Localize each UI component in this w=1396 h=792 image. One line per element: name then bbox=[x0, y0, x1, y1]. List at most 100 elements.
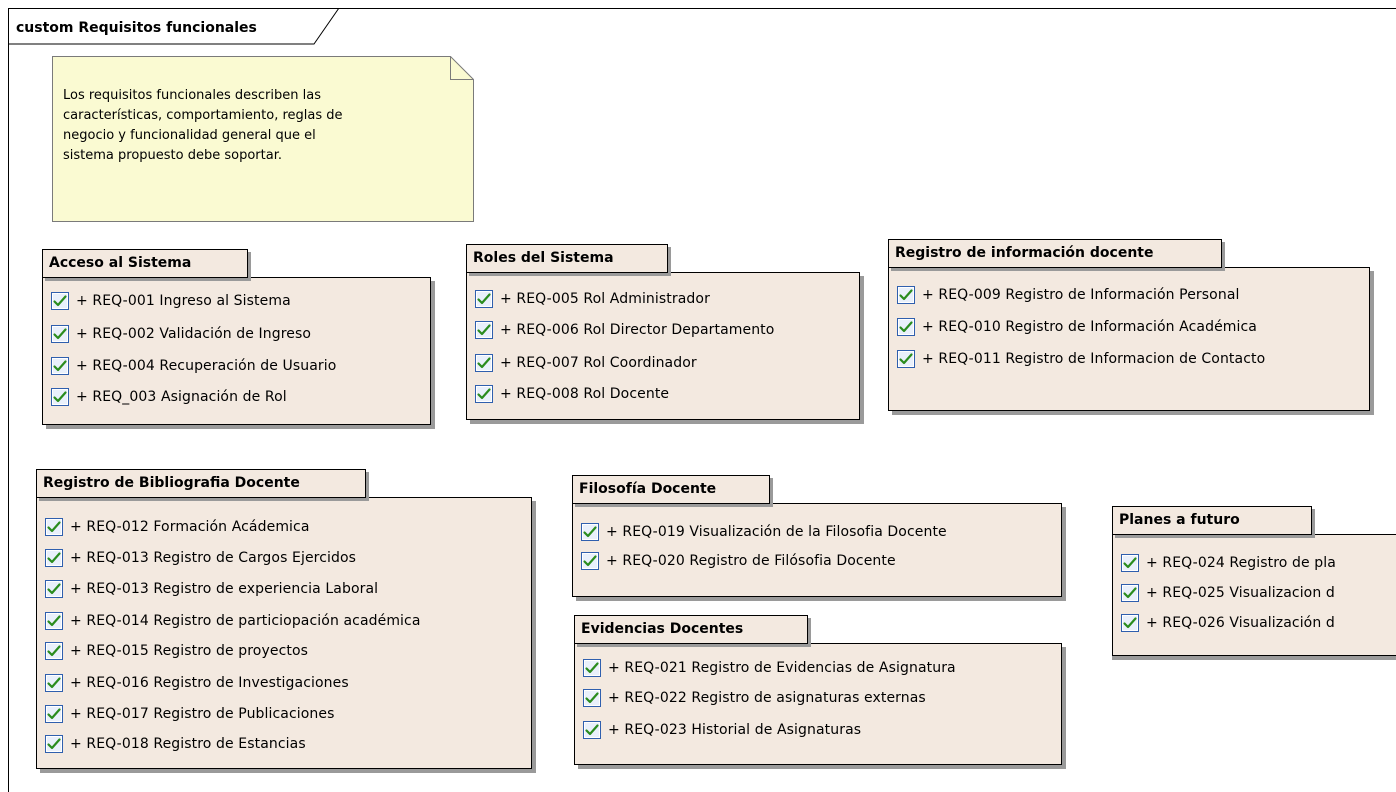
description-note[interactable]: Los requisitos funcionales describen las… bbox=[52, 56, 474, 222]
requirement-label: + REQ-013 Registro de experiencia Labora… bbox=[70, 581, 379, 597]
package-title: Acceso al Sistema bbox=[49, 255, 192, 271]
package-registro-bibliografia-docente[interactable]: + REQ-012 Formación Acádemica + REQ-013 … bbox=[36, 497, 532, 769]
requirement-item[interactable]: + REQ-020 Registro de Filósofia Docente bbox=[581, 550, 896, 572]
requirement-check-icon bbox=[51, 292, 69, 310]
requirement-label: + REQ-013 Registro de Cargos Ejercidos bbox=[70, 550, 357, 566]
requirement-check-icon bbox=[475, 385, 493, 403]
requirement-item[interactable]: + REQ-022 Registro de asignaturas extern… bbox=[583, 687, 926, 709]
package-title: Evidencias Docentes bbox=[581, 621, 744, 637]
requirement-label: + REQ-021 Registro de Evidencias de Asig… bbox=[608, 660, 956, 676]
requirement-item[interactable]: + REQ-021 Registro de Evidencias de Asig… bbox=[583, 657, 956, 679]
requirement-label: + REQ-004 Recuperación de Usuario bbox=[76, 358, 337, 374]
package-tab-registro-bibliografia-docente[interactable]: Registro de Bibliografia Docente bbox=[36, 469, 366, 498]
requirement-item[interactable]: + REQ-010 Registro de Información Académ… bbox=[897, 316, 1257, 338]
requirement-label: + REQ-024 Registro de pla bbox=[1146, 555, 1336, 571]
requirement-check-icon bbox=[897, 318, 915, 336]
requirement-label: + REQ-018 Registro de Estancias bbox=[70, 736, 306, 752]
requirement-check-icon bbox=[897, 350, 915, 368]
requirement-label: + REQ-007 Rol Coordinador bbox=[500, 355, 697, 371]
package-title: Roles del Sistema bbox=[473, 250, 614, 266]
package-tab-roles-del-sistema[interactable]: Roles del Sistema bbox=[466, 244, 668, 273]
requirement-label: + REQ_003 Asignación de Rol bbox=[76, 389, 287, 405]
requirement-label: + REQ-006 Rol Director Departamento bbox=[500, 322, 775, 338]
requirement-item[interactable]: + REQ-019 Visualización de la Filosofia … bbox=[581, 521, 947, 543]
package-planes-a-futuro[interactable]: + REQ-024 Registro de pla + REQ-025 Visu… bbox=[1112, 534, 1396, 656]
requirement-label: + REQ-011 Registro de Informacion de Con… bbox=[922, 351, 1266, 367]
package-title: Registro de información docente bbox=[895, 245, 1154, 261]
requirement-item[interactable]: + REQ-016 Registro de Investigaciones bbox=[45, 672, 349, 694]
requirement-label: + REQ-026 Visualización d bbox=[1146, 615, 1335, 631]
package-title: Registro de Bibliografia Docente bbox=[43, 475, 300, 491]
requirement-check-icon bbox=[51, 357, 69, 375]
requirement-item[interactable]: + REQ-017 Registro de Publicaciones bbox=[45, 703, 335, 725]
requirement-label: + REQ-002 Validación de Ingreso bbox=[76, 326, 312, 342]
requirement-check-icon bbox=[45, 735, 63, 753]
requirement-label: + REQ-016 Registro de Investigaciones bbox=[70, 675, 349, 691]
requirement-item[interactable]: + REQ-001 Ingreso al Sistema bbox=[51, 290, 291, 312]
package-title: Filosofía Docente bbox=[579, 481, 717, 497]
package-tab-planes-a-futuro[interactable]: Planes a futuro bbox=[1112, 506, 1312, 535]
requirement-check-icon bbox=[45, 674, 63, 692]
requirement-label: + REQ-001 Ingreso al Sistema bbox=[76, 293, 291, 309]
requirement-label: + REQ-017 Registro de Publicaciones bbox=[70, 706, 335, 722]
note-shape bbox=[52, 56, 474, 222]
requirement-check-icon bbox=[1121, 584, 1139, 602]
requirement-item[interactable]: + REQ-006 Rol Director Departamento bbox=[475, 319, 774, 341]
package-evidencias-docentes[interactable]: + REQ-021 Registro de Evidencias de Asig… bbox=[574, 643, 1062, 765]
note-line: características, comportamiento, reglas … bbox=[63, 108, 343, 123]
note-line: negocio y funcionalidad general que el bbox=[63, 128, 316, 143]
package-tab-acceso-al-sistema[interactable]: Acceso al Sistema bbox=[42, 249, 248, 278]
requirement-item[interactable]: + REQ-011 Registro de Informacion de Con… bbox=[897, 348, 1265, 370]
requirement-label: + REQ-005 Rol Administrador bbox=[500, 291, 710, 307]
package-tab-registro-informacion-docente[interactable]: Registro de información docente bbox=[888, 239, 1222, 268]
requirement-item[interactable]: + REQ-013 Registro de experiencia Labora… bbox=[45, 578, 378, 600]
requirement-item[interactable]: + REQ-009 Registro de Información Person… bbox=[897, 284, 1239, 306]
requirement-item[interactable]: + REQ-026 Visualización d bbox=[1121, 612, 1335, 634]
requirement-item[interactable]: + REQ-015 Registro de proyectos bbox=[45, 640, 308, 662]
package-registro-informacion-docente[interactable]: + REQ-009 Registro de Información Person… bbox=[888, 267, 1370, 411]
requirement-check-icon bbox=[581, 523, 599, 541]
requirement-item[interactable]: + REQ-018 Registro de Estancias bbox=[45, 733, 306, 755]
requirement-item[interactable]: + REQ-013 Registro de Cargos Ejercidos bbox=[45, 547, 356, 569]
requirement-check-icon bbox=[475, 354, 493, 372]
requirement-item[interactable]: + REQ-008 Rol Docente bbox=[475, 383, 669, 405]
requirement-check-icon bbox=[51, 388, 69, 406]
requirement-check-icon bbox=[45, 518, 63, 536]
requirement-item[interactable]: + REQ-007 Rol Coordinador bbox=[475, 352, 697, 374]
requirement-label: + REQ-022 Registro de asignaturas extern… bbox=[608, 690, 926, 706]
package-title: Planes a futuro bbox=[1119, 512, 1240, 528]
requirement-item[interactable]: + REQ-023 Historial de Asignaturas bbox=[583, 719, 861, 741]
requirement-item[interactable]: + REQ-012 Formación Acádemica bbox=[45, 516, 310, 538]
requirement-check-icon bbox=[51, 325, 69, 343]
requirement-label: + REQ-008 Rol Docente bbox=[500, 386, 670, 402]
requirement-item[interactable]: + REQ-014 Registro de particiopación aca… bbox=[45, 610, 421, 632]
package-roles-del-sistema[interactable]: + REQ-005 Rol Administrador + REQ-006 Ro… bbox=[466, 272, 860, 420]
requirement-check-icon bbox=[475, 290, 493, 308]
requirement-label: + REQ-012 Formación Acádemica bbox=[70, 519, 310, 535]
package-tab-filosofia-docente[interactable]: Filosofía Docente bbox=[572, 475, 770, 504]
requirement-check-icon bbox=[45, 612, 63, 630]
requirement-check-icon bbox=[581, 552, 599, 570]
frame-tab-shape bbox=[8, 8, 340, 45]
requirement-item[interactable]: + REQ-024 Registro de pla bbox=[1121, 552, 1336, 574]
requirement-item[interactable]: + REQ-005 Rol Administrador bbox=[475, 288, 710, 310]
frame-label-tab[interactable]: custom Requisitos funcionales bbox=[8, 8, 340, 45]
requirement-label: + REQ-025 Visualizacion d bbox=[1146, 585, 1335, 601]
requirement-item[interactable]: + REQ-025 Visualizacion d bbox=[1121, 582, 1335, 604]
requirement-item[interactable]: + REQ-004 Recuperación de Usuario bbox=[51, 355, 336, 377]
frame-border-left bbox=[8, 8, 9, 792]
package-tab-evidencias-docentes[interactable]: Evidencias Docentes bbox=[574, 615, 808, 644]
requirement-label: + REQ-010 Registro de Información Académ… bbox=[922, 319, 1257, 335]
package-filosofia-docente[interactable]: + REQ-019 Visualización de la Filosofia … bbox=[572, 503, 1062, 597]
requirement-item[interactable]: + REQ_003 Asignación de Rol bbox=[51, 386, 287, 408]
requirement-check-icon bbox=[45, 580, 63, 598]
requirement-check-icon bbox=[897, 286, 915, 304]
requirement-item[interactable]: + REQ-002 Validación de Ingreso bbox=[51, 323, 311, 345]
package-acceso-al-sistema[interactable]: + REQ-001 Ingreso al Sistema + REQ-002 V… bbox=[42, 277, 431, 425]
note-text: Los requisitos funcionales describen las… bbox=[63, 86, 443, 166]
requirement-check-icon bbox=[1121, 614, 1139, 632]
note-line: Los requisitos funcionales describen las bbox=[63, 88, 321, 103]
requirement-label: + REQ-014 Registro de particiopación aca… bbox=[70, 613, 421, 629]
requirement-check-icon bbox=[583, 659, 601, 677]
note-line: sistema propuesto debe soportar. bbox=[63, 148, 282, 163]
